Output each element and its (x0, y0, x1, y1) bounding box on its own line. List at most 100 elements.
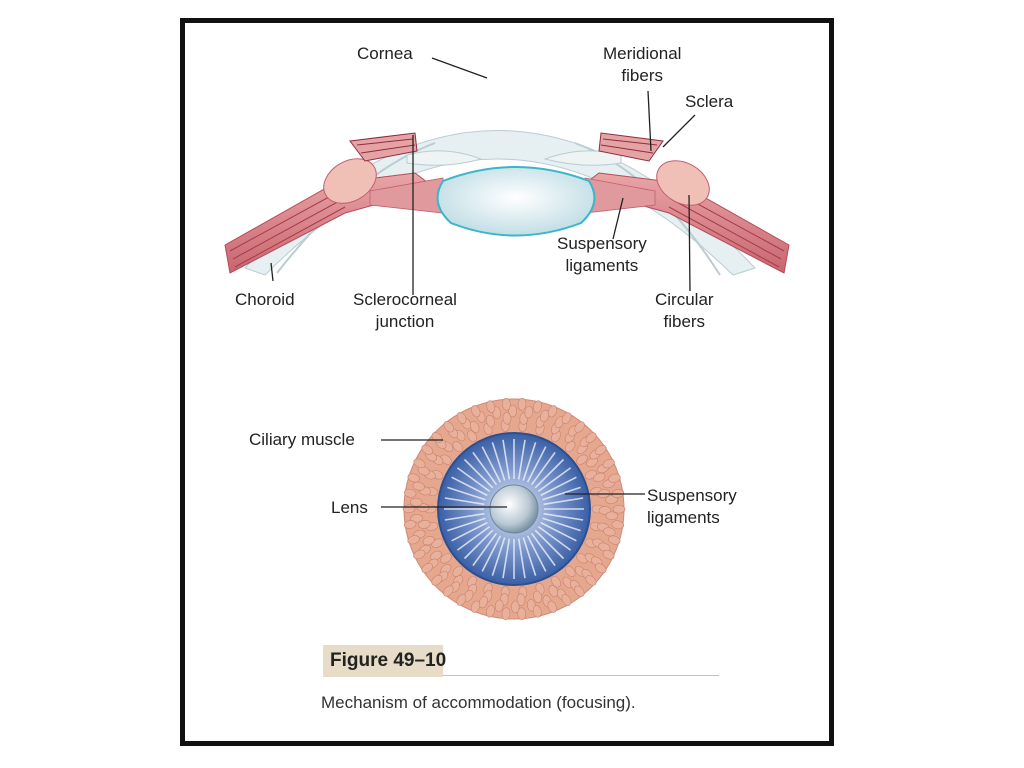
ciliary-cell (564, 441, 576, 453)
ciliary-cell (517, 398, 527, 411)
ciliary-cell (470, 600, 481, 613)
ciliary-cell (611, 520, 625, 530)
ciliary-cell (430, 550, 442, 561)
ciliary-cell (407, 535, 420, 545)
ligament-spoke (447, 517, 486, 532)
label-circular-fibers: Circular fibers (655, 290, 714, 331)
ligament-spoke (522, 442, 537, 481)
ciliary-cell (595, 444, 607, 456)
ligament-spoke (526, 446, 547, 483)
ligament-spoke (456, 525, 491, 551)
ciliary-cell (564, 565, 576, 577)
ciliary-cell (471, 405, 481, 418)
ciliary-cell (502, 412, 512, 425)
ligament-spoke (502, 439, 511, 480)
ciliary-cell (418, 520, 431, 529)
ciliary-cell (533, 400, 542, 413)
ciliary-cell (593, 472, 606, 482)
ciliary-cell (456, 593, 467, 606)
ciliary-cell (602, 549, 615, 560)
ligament-spoke (444, 497, 485, 506)
ciliary-cell (576, 454, 588, 465)
figure-rule (443, 675, 719, 676)
ciliary-cell (402, 504, 416, 514)
ciliary-cell (585, 432, 597, 444)
ligament-spoke (537, 525, 572, 551)
ciliary-cell (532, 605, 542, 618)
ciliary-cell (456, 412, 467, 424)
ligament-spoke (472, 532, 498, 567)
ciliary-cell (409, 497, 423, 507)
ciliary-cell (485, 414, 495, 428)
iris-left (406, 150, 483, 166)
ciliary-cell (501, 607, 511, 620)
ciliary-cell (417, 466, 430, 476)
ciliary-cell (494, 599, 504, 613)
ligament-spoke (517, 439, 526, 480)
ciliary-cell (443, 585, 454, 597)
ciliary-cell (469, 420, 480, 433)
ciliary-cell (421, 562, 433, 574)
ciliary-cell (598, 542, 611, 552)
label-suspensory-ligaments-top: Suspensory ligaments (557, 234, 647, 275)
ciliary-cell (452, 565, 464, 577)
label-ciliary-muscle: Ciliary muscle (249, 430, 355, 449)
figure-caption: Mechanism of accommodation (focusing). (321, 693, 636, 712)
iris-right (543, 150, 622, 166)
ciliary-cell (431, 574, 443, 586)
label-cornea: Cornea (357, 44, 413, 63)
eye-frontal-view (381, 398, 645, 620)
figure-frame: Cornea Meridional fibers Sclera Suspenso… (180, 18, 834, 746)
ligament-spoke (451, 521, 488, 542)
ciliary-cell (508, 404, 518, 418)
ligament-spokes (444, 439, 584, 579)
label-sclera: Sclera (685, 92, 734, 111)
ciliary-cell (486, 605, 495, 618)
ciliary-cell (547, 405, 558, 418)
ciliary-cell (412, 481, 425, 491)
ciliary-cell (540, 409, 550, 423)
ciliary-cell (586, 457, 598, 468)
ciliary-cell (421, 444, 434, 455)
ligament-spoke (526, 535, 547, 572)
ligament-spoke (540, 476, 577, 497)
ciliary-cell (603, 527, 616, 537)
ciliary-cell (576, 553, 588, 564)
ligament-spoke (463, 529, 494, 560)
ciliary-cell (602, 458, 615, 469)
ligament-spoke (472, 451, 498, 486)
figure-number: Figure 49–10 (330, 650, 447, 671)
ciliary-cell (608, 535, 621, 545)
ligament-spoke (481, 446, 502, 483)
ligament-spoke (534, 529, 565, 560)
ciliary-cell (443, 421, 454, 433)
ciliary-cells (402, 398, 626, 620)
ciliary-cell (452, 441, 464, 453)
ligament-spoke (502, 538, 511, 579)
ligament-spoke (543, 497, 584, 506)
ciliary-cell (574, 585, 585, 597)
ciliary-cell (574, 421, 585, 433)
ciliary-cell (407, 473, 420, 483)
ligament-spoke (456, 467, 491, 493)
ligament-spoke (530, 451, 556, 486)
ciliary-cell (516, 593, 526, 606)
ciliary-cell (561, 594, 572, 606)
ciliary-cell (548, 585, 559, 598)
ciliary-cell (410, 514, 423, 523)
ciliary-cell (467, 430, 477, 443)
ligament-spoke (542, 517, 581, 532)
ciliary-cell (478, 595, 488, 609)
ciliary-cell (413, 458, 426, 469)
ligament-spoke (447, 486, 486, 501)
lens-shape (436, 166, 596, 237)
ciliary-cell (403, 488, 417, 498)
label-suspensory-ligaments-bottom: Suspensory ligaments (647, 486, 737, 527)
ciliary-cell (524, 405, 534, 419)
lens-front (489, 484, 539, 534)
figure-number-tag (323, 645, 443, 677)
ciliary-cell (585, 575, 597, 586)
ligament-spoke (540, 521, 577, 542)
label-lens: Lens (331, 498, 368, 517)
ligament-spoke (542, 486, 581, 501)
